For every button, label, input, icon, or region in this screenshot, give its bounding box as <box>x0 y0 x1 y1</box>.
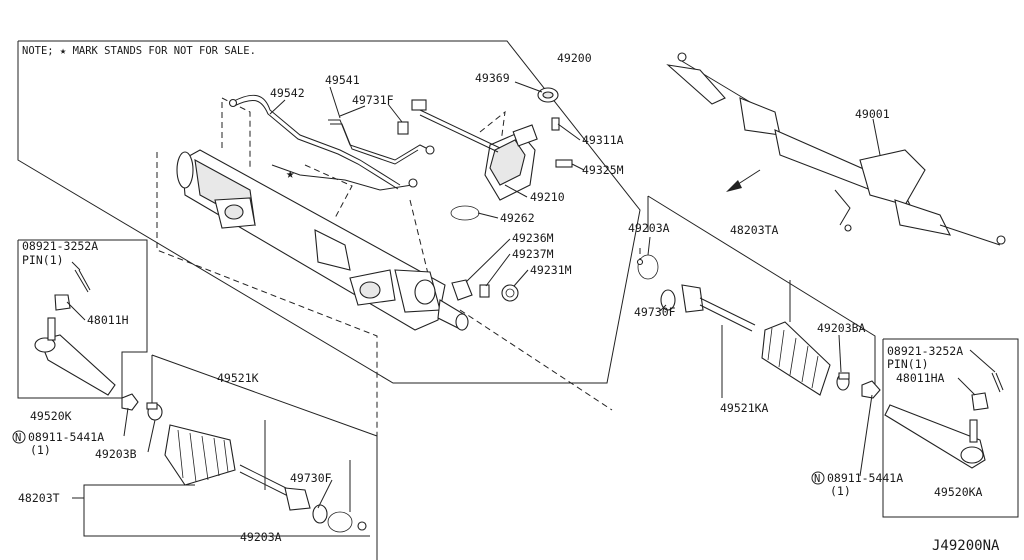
label-49520k: 49520K <box>30 409 72 423</box>
label-49521k: 49521K <box>217 371 259 385</box>
label-49262: 49262 <box>500 211 535 225</box>
label-48203ta: 48203TA <box>730 223 779 237</box>
control-valve-assembly <box>411 87 573 221</box>
projection-dash-5 <box>479 110 506 151</box>
label-49325m: 49325M <box>582 163 624 177</box>
projection-dash-6 <box>409 199 431 283</box>
label-49203b: 49203B <box>95 447 137 461</box>
label-49200: 49200 <box>557 51 592 65</box>
adjuster-parts <box>451 279 519 302</box>
projection-dash-3 <box>221 97 251 170</box>
label-49236m: 49236M <box>512 231 554 245</box>
svg-text:N: N <box>814 473 820 485</box>
steering-gear-housing <box>176 149 469 331</box>
label-49731f: 49731F <box>352 93 394 107</box>
right-nut <box>861 380 881 399</box>
label-08911-left: 08911-5441A <box>28 430 104 444</box>
projection-dash-4 <box>304 164 353 219</box>
projection-dash-2 <box>459 309 613 411</box>
label-49237m: 49237M <box>512 247 554 261</box>
leader-lines <box>66 81 996 537</box>
direction-arrow <box>726 169 761 192</box>
label-08911-right: 08911-5441A <box>827 471 903 485</box>
label-08921-right: 08921-3252A <box>887 344 963 358</box>
left-tie-rod-end <box>34 269 116 396</box>
label-qty-left: (1) <box>30 443 51 457</box>
hydraulic-tubes <box>228 94 435 191</box>
nut-marker-right: N <box>811 471 825 485</box>
right-rack-boot <box>761 321 831 396</box>
left-inner-rod <box>239 464 367 533</box>
label-49203a-right: 49203A <box>628 221 670 235</box>
label-49542: 49542 <box>270 86 305 100</box>
label-49369: 49369 <box>475 71 510 85</box>
right-tie-rod-end <box>884 372 1004 469</box>
label-49520ka: 49520KA <box>934 485 983 499</box>
label-pin-left: PIN(1) <box>22 253 64 267</box>
label-49203ba: 49203BA <box>817 321 866 335</box>
nut-marker-left: N <box>12 430 26 444</box>
label-qty-right: (1) <box>830 484 851 498</box>
label-08921-left: 08921-3252A <box>22 239 98 253</box>
left-rack-boot <box>164 424 236 486</box>
left-tie-rod-outline <box>17 239 148 399</box>
left-boot-clamp <box>146 402 163 421</box>
left-nut <box>121 393 139 411</box>
label-49001: 49001 <box>855 107 890 121</box>
label-48011ha: 48011HA <box>896 371 945 385</box>
label-49203a-left: 49203A <box>240 530 282 544</box>
projection-dash-1 <box>156 152 378 436</box>
drawing-code: J49200NA <box>932 538 1000 554</box>
right-boot-clamp <box>836 372 850 391</box>
clip-49731f <box>397 121 409 135</box>
label-49231m: 49231M <box>530 263 572 277</box>
right-inner-rod <box>636 254 756 332</box>
label-49311a: 49311A <box>582 133 624 147</box>
not-for-sale-star: ★ <box>286 166 295 182</box>
right-boot-kit-outline <box>647 195 876 384</box>
svg-text:N: N <box>15 432 21 444</box>
right-tie-rod-outline <box>882 338 1019 518</box>
label-49541: 49541 <box>325 73 360 87</box>
label-48203t: 48203T <box>18 491 60 505</box>
main-group-outline <box>17 40 641 384</box>
label-pin-right: PIN(1) <box>887 357 929 371</box>
complete-gear-assembly <box>666 52 1006 246</box>
label-49730f-left: 49730F <box>290 471 332 485</box>
note-text: NOTE; ★ MARK STANDS FOR NOT FOR SALE. <box>22 45 256 57</box>
label-49730f-right: 49730F <box>634 305 676 319</box>
label-49210: 49210 <box>530 190 565 204</box>
label-49521ka: 49521KA <box>720 401 769 415</box>
label-48011h: 48011H <box>87 313 129 327</box>
